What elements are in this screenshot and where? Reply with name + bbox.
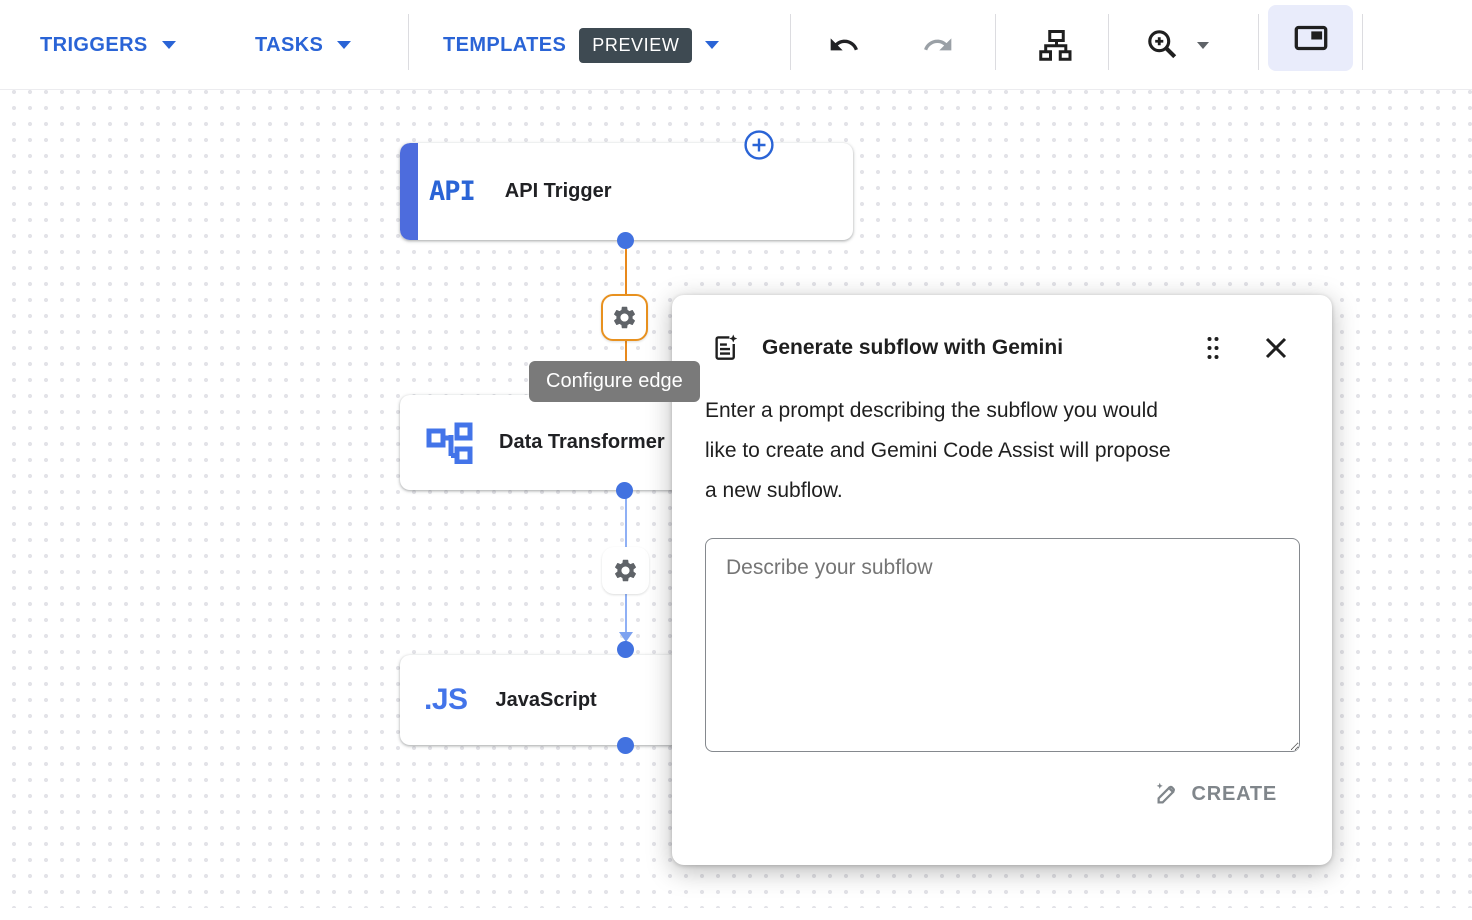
editor-toolbar: TRIGGERS TASKS TEMPLATES PREVIEW [0,0,1472,90]
create-button-label: CREATE [1191,783,1277,805]
chevron-down-icon [1197,41,1209,49]
generate-doc-sparkle-icon [715,334,738,360]
api-trigger-icon: API [429,176,476,207]
create-subflow-button[interactable]: CREATE [1153,781,1277,808]
auto-layout-button[interactable] [1033,20,1077,70]
drag-handle-icon [1207,337,1219,359]
chevron-down-icon [337,41,352,49]
connector-dot-js-out[interactable] [617,737,634,754]
gear-icon [613,306,636,329]
description-line: Enter a prompt describing the subflow yo… [705,399,1158,422]
toolbar-divider [790,14,791,70]
dialog-description: Enter a prompt describing the subflow yo… [705,391,1290,511]
dialog-header: Generate subflow with Gemini [710,333,1292,363]
undo-button[interactable] [824,20,864,70]
trigger-accent-bar [400,143,418,240]
preview-badge: PREVIEW [579,27,693,63]
tasks-label: TASKS [255,33,324,56]
connector-dot-api-out[interactable] [617,232,634,249]
description-line: a new subflow. [705,479,843,502]
templates-label: TEMPLATES [443,33,567,56]
dialog-drag-handle[interactable] [1200,333,1226,363]
connector-dot-js-in[interactable] [617,641,634,658]
redo-button[interactable] [918,20,958,70]
tasks-menu-button[interactable]: TASKS [255,0,352,90]
node-label: API Trigger [504,180,612,202]
close-icon [1265,337,1287,359]
chevron-down-icon [705,41,720,49]
pencil-sparkle-icon [1157,782,1176,804]
picture-in-picture-icon [1294,25,1327,51]
description-line: like to create and Gemini Code Assist wi… [705,439,1171,462]
triggers-menu-button[interactable]: TRIGGERS [40,0,176,90]
plus-circle-icon [744,130,774,160]
edge-arrowhead-icon [619,632,633,642]
data-transformer-icon [426,422,473,464]
redo-icon [924,38,952,51]
toolbar-divider [1108,14,1109,70]
zoom-control-button[interactable] [1145,0,1209,90]
edge-datatransformer-to-javascript[interactable] [625,490,627,732]
toolbar-divider [1362,14,1363,70]
zoom-in-icon [1148,30,1177,59]
node-api-trigger[interactable]: API API Trigger [400,143,853,240]
templates-menu-button[interactable]: TEMPLATES PREVIEW [443,0,720,90]
javascript-icon: .JS [424,683,468,716]
subflow-prompt-textarea[interactable] [705,538,1300,752]
configure-edge-button-selected[interactable] [601,294,648,341]
toolbar-divider [408,14,409,70]
toolbar-divider [1258,14,1259,70]
gear-icon [614,559,637,582]
sitemap-layout-icon [1039,30,1072,61]
minimap-toggle-button[interactable] [1268,5,1353,71]
node-label: Data Transformer [499,431,665,453]
connector-dot-dt-out[interactable] [616,482,633,499]
generate-subflow-dialog: Generate subflow with Gemini Enter a pro… [672,295,1332,865]
add-node-button[interactable] [743,129,775,161]
chevron-down-icon [161,41,176,49]
configure-edge-tooltip: Configure edge [529,361,700,402]
configure-edge-button[interactable] [602,547,649,594]
toolbar-divider [995,14,996,70]
triggers-label: TRIGGERS [40,33,148,56]
node-label: JavaScript [495,688,597,711]
dialog-title: Generate subflow with Gemini [762,336,1064,359]
undo-icon [830,38,858,51]
dialog-close-button[interactable] [1260,332,1292,364]
